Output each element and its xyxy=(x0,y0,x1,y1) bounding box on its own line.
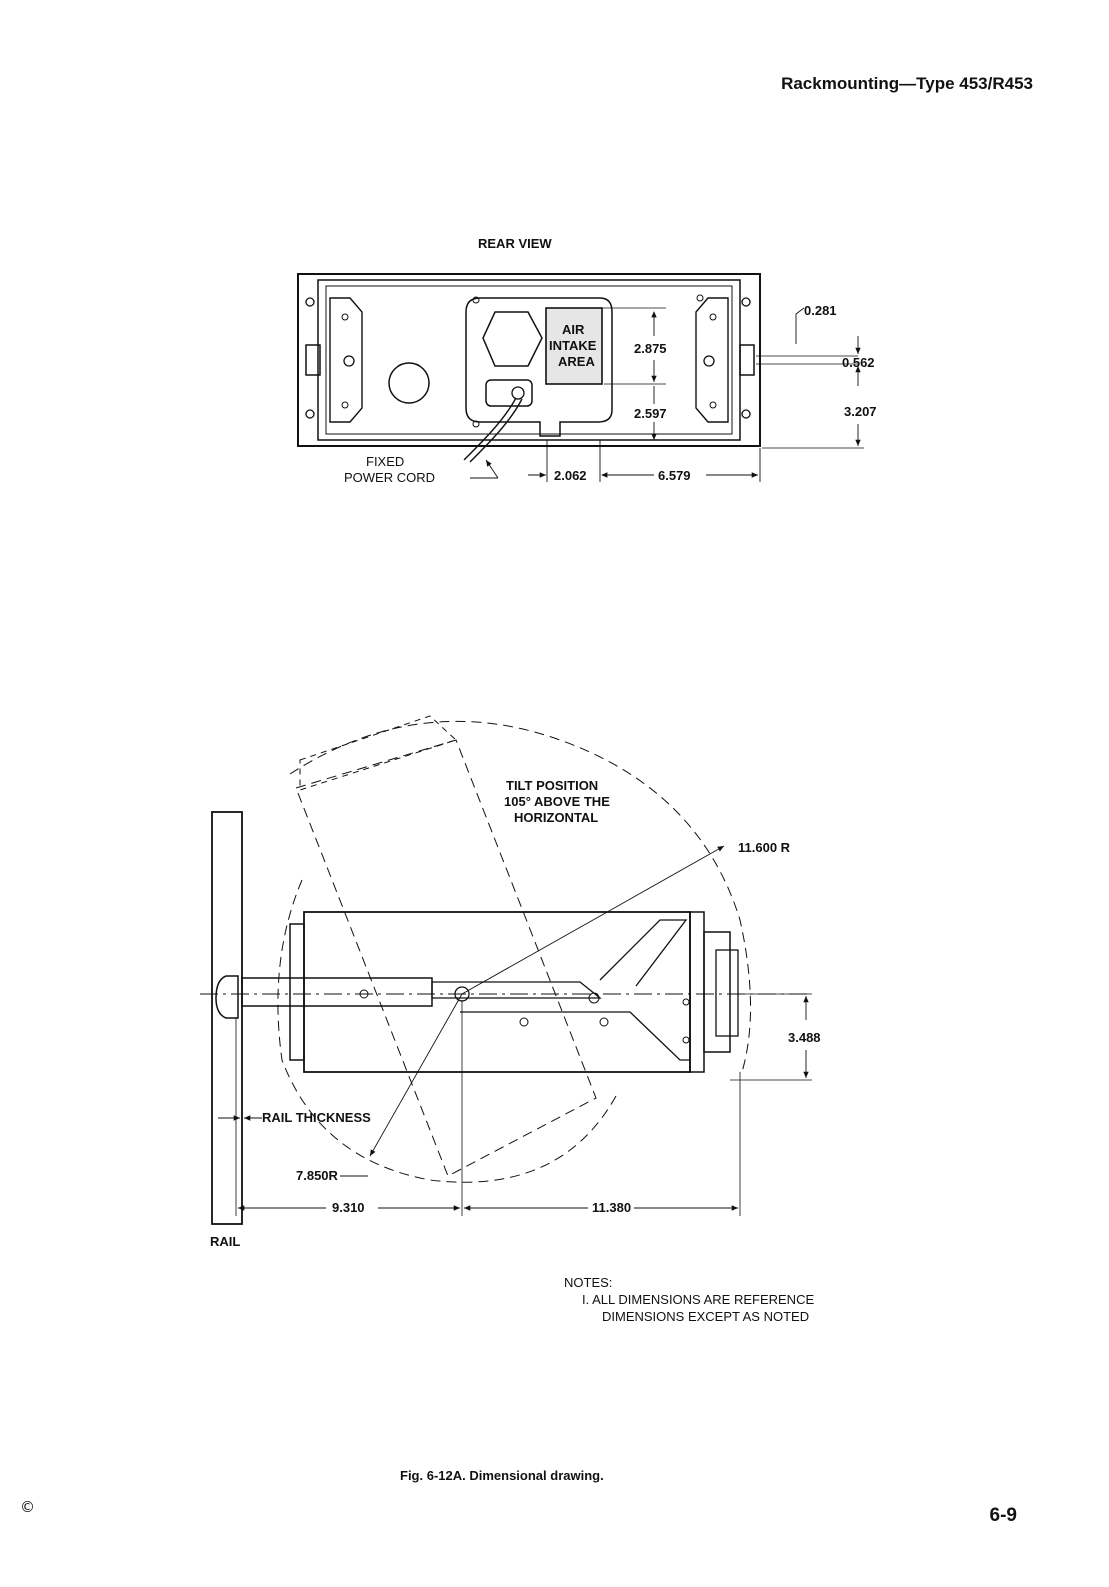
dim-2875: 2.875 xyxy=(634,341,667,356)
radius-inner-label: 7.850R xyxy=(296,1168,339,1183)
dim-2062: 2.062 xyxy=(554,468,587,483)
dim-9310: 9.310 xyxy=(332,1200,365,1215)
radius-outer-label: 11.600 R xyxy=(738,840,791,855)
figure-caption: Fig. 6-12A. Dimensional drawing. xyxy=(400,1468,604,1483)
rail-label: RAIL xyxy=(210,1234,240,1249)
dim-11380: 11.380 xyxy=(592,1200,631,1215)
dim-0562: 0.562 xyxy=(842,355,875,370)
air-intake-line3: AREA xyxy=(558,354,595,369)
side-view: TILT POSITION 105° ABOVE THE HORIZONTAL … xyxy=(200,715,821,1249)
power-cord-label-1: FIXED xyxy=(366,454,404,469)
air-intake-line2: INTAKE xyxy=(549,338,597,353)
dim-3207: 3.207 xyxy=(844,404,877,419)
notes-line1: I. ALL DIMENSIONS ARE REFERENCE xyxy=(582,1292,815,1307)
dim-0281: 0.281 xyxy=(804,303,837,318)
rear-view: REAR VIEW AIR INTAKE AREA xyxy=(297,236,877,485)
notes-line2: DIMENSIONS EXCEPT AS NOTED xyxy=(602,1309,810,1324)
notes-title: NOTES: xyxy=(564,1275,613,1290)
tilt-line3: HORIZONTAL xyxy=(514,810,598,825)
dim-6579: 6.579 xyxy=(658,468,691,483)
dim-3488: 3.488 xyxy=(788,1030,821,1045)
page-header: Rackmounting—Type 453/R453 xyxy=(781,74,1033,93)
page-number: 6-9 xyxy=(989,1505,1017,1526)
copyright-symbol: © xyxy=(20,1498,35,1516)
tilt-line1: TILT POSITION xyxy=(506,778,598,793)
air-intake-line1: AIR xyxy=(562,322,585,337)
notes: NOTES: I. ALL DIMENSIONS ARE REFERENCE D… xyxy=(564,1274,814,1325)
rear-view-title: REAR VIEW xyxy=(478,236,552,251)
tilt-line2: 105° ABOVE THE xyxy=(504,794,610,809)
rail-thickness-label: RAIL THICKNESS xyxy=(262,1110,371,1125)
power-cord-label-2: POWER CORD xyxy=(344,470,435,485)
dim-2597: 2.597 xyxy=(634,406,667,421)
